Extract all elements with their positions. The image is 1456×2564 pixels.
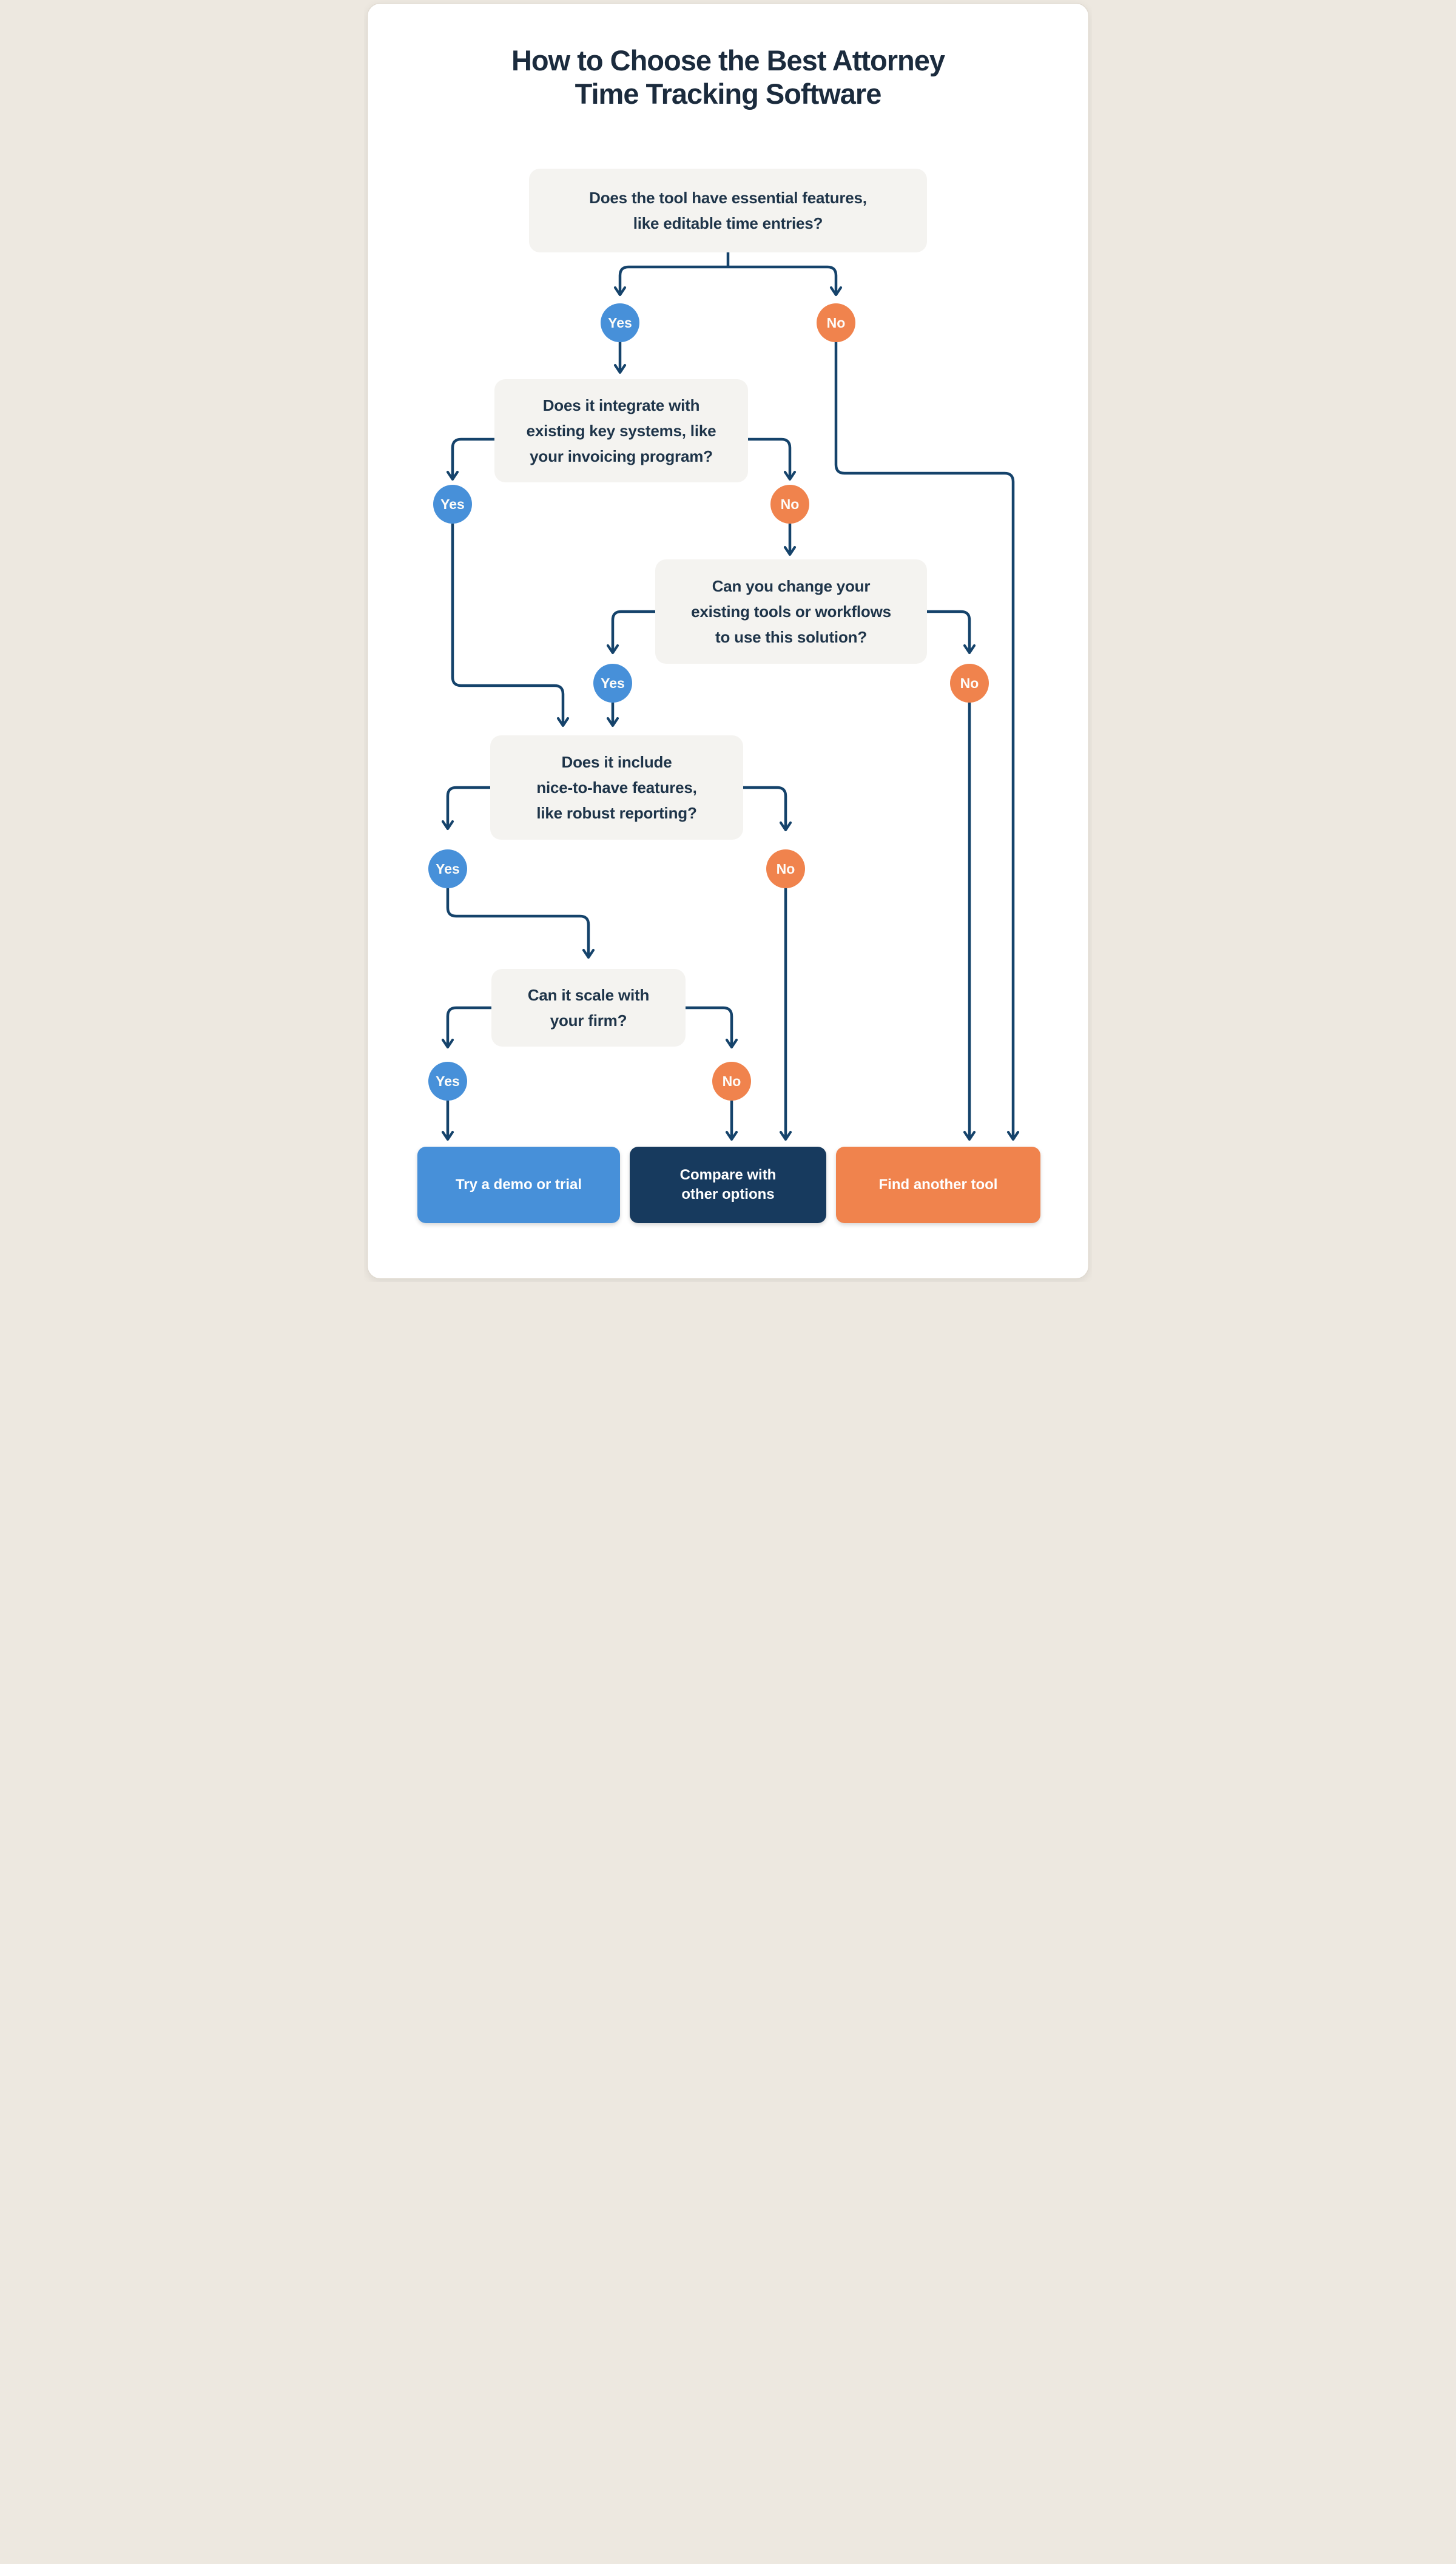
question-line: to use this solution? — [715, 628, 867, 647]
question-box-integration: Does it integrate with existing key syst… — [494, 379, 748, 482]
no-circle-integration: No — [770, 485, 809, 524]
no-label: No — [960, 675, 979, 691]
flow-connectors — [441, 252, 1020, 1141]
question-box-essential-features: Does the tool have essential features, l… — [529, 169, 927, 252]
outcome-label: Compare with — [679, 1167, 777, 1184]
question-text: Can it scale with your firm? — [527, 982, 650, 1033]
no-label: No — [776, 860, 795, 877]
infographic-page: How to Choose the Best Attorney Time Tra… — [364, 0, 1092, 1282]
connector-q5-yes-branch — [441, 1006, 491, 1049]
no-circle-change-workflows: No — [950, 664, 989, 703]
outcome-box-compare-options: Compare with other options — [630, 1147, 826, 1223]
question-text: Can you change your existing tools or wo… — [691, 573, 891, 650]
yes-label: Yes — [436, 1073, 460, 1089]
connector-yes4-to-q5 — [446, 888, 595, 959]
yes-label: Yes — [436, 860, 460, 877]
question-line: Does it include — [561, 752, 672, 771]
question-box-scale: Can it scale with your firm? — [491, 969, 686, 1047]
no-label: No — [826, 314, 846, 331]
question-text: Does it integrate with existing key syst… — [527, 393, 716, 469]
connector-yes2-to-q4 — [451, 524, 570, 727]
no-circle-nice-to-have: No — [766, 849, 805, 888]
yes-circle-scale: Yes — [428, 1062, 467, 1101]
connector-q1-yes-branch — [613, 265, 728, 297]
page-title: How to Choose the Best Attorney Time Tra… — [364, 44, 1092, 111]
question-line: Can it scale with — [527, 985, 650, 1004]
question-text: Does the tool have essential features, l… — [589, 185, 867, 236]
question-line: like editable time entries? — [633, 214, 823, 232]
connector-q2-no-branch — [748, 437, 797, 481]
yes-circle-integration: Yes — [433, 485, 472, 524]
connector-q2-yes-branch — [446, 437, 494, 481]
title-line-2: Time Tracking Software — [575, 78, 882, 110]
question-text: Does it include nice-to-have features, l… — [536, 749, 697, 826]
yes-circle-change-workflows: Yes — [593, 664, 632, 703]
yes-label: Yes — [440, 496, 465, 512]
yes-label: Yes — [608, 314, 632, 331]
connector-q1-no-branch — [728, 265, 843, 297]
outcome-box-try-demo: Try a demo or trial — [417, 1147, 620, 1223]
yes-circle-nice-to-have: Yes — [428, 849, 467, 888]
connector-q5-no-branch — [686, 1006, 738, 1049]
question-line: existing key systems, like — [526, 421, 716, 440]
no-label: No — [780, 496, 800, 512]
connector-q4-no-branch — [743, 786, 792, 832]
outcome-box-find-another-tool: Find another tool — [836, 1147, 1040, 1223]
connector-q3-no-branch — [927, 610, 976, 655]
question-line: like robust reporting? — [536, 804, 697, 823]
connector-q3-yes-branch — [606, 610, 655, 655]
question-line: Does the tool have essential features, — [589, 188, 867, 207]
yes-label: Yes — [601, 675, 625, 691]
question-box-nice-to-have: Does it include nice-to-have features, l… — [490, 735, 743, 840]
question-line: Can you change your — [712, 576, 871, 595]
question-line: existing tools or workflows — [691, 602, 891, 621]
no-circle-scale: No — [712, 1062, 751, 1101]
no-circle-essential-features: No — [817, 303, 855, 342]
connector-no1-to-find-another — [834, 342, 1020, 1141]
yes-circle-essential-features: Yes — [601, 303, 639, 342]
question-box-change-workflows: Can you change your existing tools or wo… — [655, 559, 927, 664]
question-line: Does it integrate with — [542, 396, 700, 414]
question-line: your invoicing program? — [530, 447, 713, 466]
question-line: your firm? — [550, 1011, 627, 1030]
title-line-1: How to Choose the Best Attorney — [511, 44, 945, 76]
no-label: No — [722, 1073, 741, 1089]
outcome-label: Find another tool — [878, 1176, 998, 1193]
outcome-label: Try a demo or trial — [455, 1176, 582, 1193]
outcome-label: other options — [681, 1186, 775, 1203]
connector-q4-yes-branch — [441, 786, 490, 831]
question-line: nice-to-have features, — [536, 778, 697, 797]
